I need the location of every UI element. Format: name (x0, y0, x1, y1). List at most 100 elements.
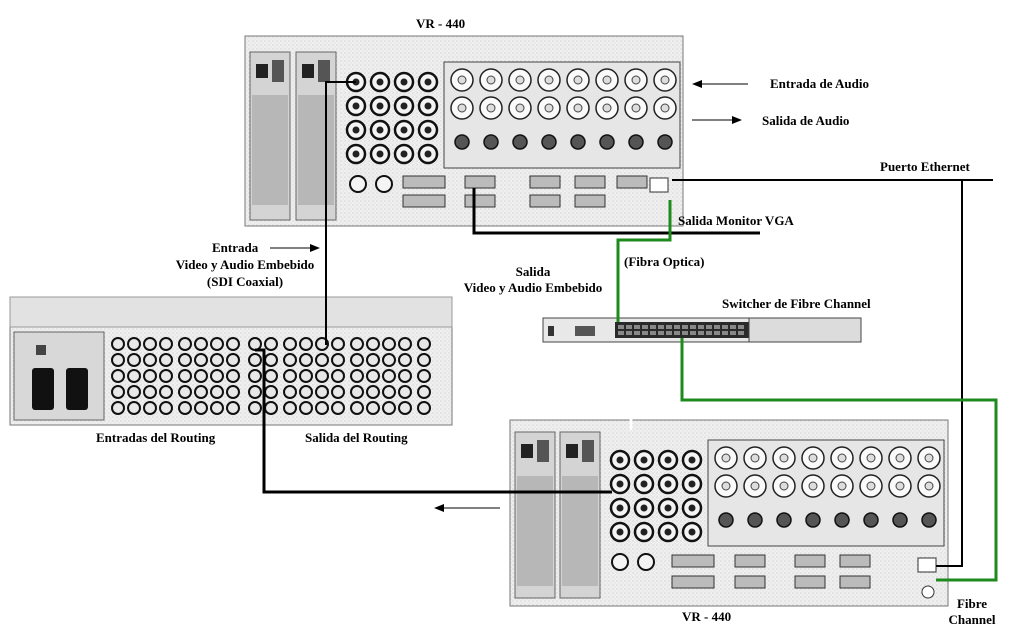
router-bnc-connector (383, 402, 395, 414)
entrada-label-line1: Entrada (212, 240, 258, 255)
xlr-connector-pin (574, 104, 582, 112)
router-bnc-connector (144, 354, 156, 366)
router-bnc-connector (227, 354, 239, 366)
router-bnc-connector (249, 402, 261, 414)
bnc-connector-pin (377, 151, 383, 157)
xlr-connector-pin (925, 482, 933, 490)
router-bnc-connector (316, 402, 328, 414)
fc-port (682, 331, 688, 335)
xlr-connector-pin (632, 76, 640, 84)
router-bnc-connector (160, 354, 172, 366)
router-bnc-connector (367, 370, 379, 382)
router-bnc-connector (112, 402, 124, 414)
audio-jack (748, 513, 762, 527)
xlr-connector-pin (487, 104, 495, 112)
xlr-connector-pin (487, 76, 495, 84)
fc-port (658, 331, 664, 335)
router-bnc-connector (160, 402, 172, 414)
router-bnc-connector (399, 370, 411, 382)
router-bnc-connector (128, 354, 140, 366)
bnc-connector (376, 176, 392, 192)
router-bnc-connector (367, 386, 379, 398)
fc-port (674, 331, 680, 335)
router-bnc-connector (144, 370, 156, 382)
fc-port (642, 325, 648, 329)
router-bnc-connector (367, 338, 379, 350)
bnc-connector-pin (353, 127, 359, 133)
bnc-connector (350, 176, 366, 192)
router-bnc-connector (179, 354, 191, 366)
router-bnc-connector (265, 338, 277, 350)
bottom-xlr-audio-panel (708, 440, 944, 546)
router-bnc-connector (211, 338, 223, 350)
router-bnc-connector (399, 386, 411, 398)
fc-port (634, 331, 640, 335)
router-bnc-connector (316, 354, 328, 366)
xlr-connector-pin (780, 482, 788, 490)
fc-port (658, 325, 664, 329)
bnc-connector-pin (425, 103, 431, 109)
router-bnc-connector (112, 338, 124, 350)
xlr-connector-pin (838, 482, 846, 490)
router-bnc-connector (418, 354, 430, 366)
router-bnc-connector (160, 338, 172, 350)
fc-port (634, 325, 640, 329)
fc-port (626, 325, 632, 329)
fc-port (698, 325, 704, 329)
audio-jack (484, 135, 498, 149)
router-bnc-connector (265, 370, 277, 382)
router-bnc-connector (284, 386, 296, 398)
router-bnc-connector (160, 370, 172, 382)
arrow-bottom-output (434, 504, 500, 512)
bnc-connector-pin (641, 481, 647, 487)
fc-port (714, 325, 720, 329)
router-bnc-connector (179, 402, 191, 414)
router-bnc-connector (418, 338, 430, 350)
router-bnc-connector (300, 386, 312, 398)
router-bnc-connector (418, 386, 430, 398)
salida-label-line1: Salida (448, 264, 618, 279)
bnc-connector-pin (425, 151, 431, 157)
router-bnc-connector (144, 402, 156, 414)
router-bnc-connector (418, 370, 430, 382)
router-bnc-connector (128, 386, 140, 398)
bnc-connector-pin (425, 79, 431, 85)
xlr-connector-pin (838, 454, 846, 462)
fc-port (690, 331, 696, 335)
audio-jack (835, 513, 849, 527)
fc-port (674, 325, 680, 329)
router-bnc-connector (351, 402, 363, 414)
fc-port (706, 331, 712, 335)
bnc-connector-pin (641, 529, 647, 535)
routing-output-label: Salida del Routing (305, 430, 408, 445)
top-vr440-device (245, 36, 683, 226)
router-bnc-connector (112, 354, 124, 366)
router-bnc-connector (265, 354, 277, 366)
router-bnc-connector (249, 338, 261, 350)
router-bnc-connector (383, 370, 395, 382)
xlr-connector-pin (603, 76, 611, 84)
bnc-connector-pin (617, 529, 623, 535)
xlr-connector-pin (809, 482, 817, 490)
router-bnc-connector (144, 338, 156, 350)
audio-jack (513, 135, 527, 149)
top-xlr-audio-panel (444, 62, 680, 168)
bnc-connector (638, 554, 654, 570)
bnc-connector-pin (377, 127, 383, 133)
arrow-entrada-audio (692, 80, 748, 88)
router-bnc-connector (351, 354, 363, 366)
fc-port (690, 325, 696, 329)
router-bnc-connector (195, 402, 207, 414)
xlr-connector-pin (458, 104, 466, 112)
bnc-connector-pin (665, 481, 671, 487)
bnc-connector-pin (353, 151, 359, 157)
fc-port (714, 331, 720, 335)
audio-jack (777, 513, 791, 527)
salida-audio-label: Salida de Audio (762, 113, 849, 128)
router-bnc-connector (300, 338, 312, 350)
router-bnc-connector (399, 338, 411, 350)
router-bnc-connector (418, 402, 430, 414)
fc-port (738, 325, 744, 329)
audio-jack (806, 513, 820, 527)
